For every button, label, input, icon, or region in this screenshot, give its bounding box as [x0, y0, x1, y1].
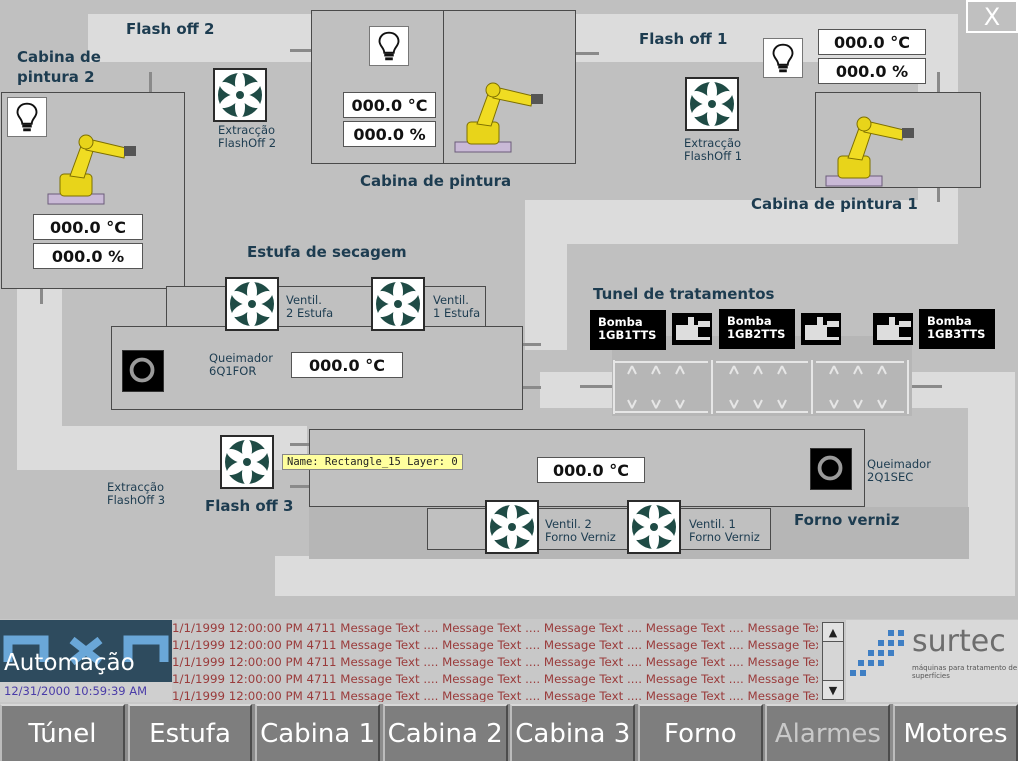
fan-icon — [225, 439, 269, 485]
scroll-up-button[interactable]: ▲ — [822, 622, 844, 642]
pipe — [290, 49, 314, 52]
pipe — [149, 72, 152, 102]
booth-divider — [443, 10, 444, 164]
ventil-1-estufa-fan[interactable] — [371, 277, 425, 331]
burner-2q1sec-icon[interactable] — [810, 448, 852, 490]
estufa-secagem-label: Estufa de secagem — [247, 243, 407, 261]
logo-icon — [3, 635, 169, 666]
track-gap — [62, 330, 112, 426]
conveyor-track — [968, 372, 1015, 596]
bomba-1gb3tts[interactable]: Bomba 1GB3TTS — [919, 309, 995, 349]
tunel-tratamentos-label: Tunel de tratamentos — [593, 285, 775, 303]
extraccao-flashoff-2-fan[interactable] — [213, 68, 267, 122]
cabina-pintura-humidity: 000.0 % — [343, 121, 436, 147]
ventil-2-estufa-label: Ventil. 2 Estufa — [286, 293, 334, 320]
pump-icon[interactable] — [873, 313, 913, 345]
ventil-1-estufa-label: Ventil. 1 Estufa — [433, 293, 481, 320]
scrollbar-track[interactable] — [822, 642, 844, 680]
cabina-pintura-1-booth — [815, 92, 981, 188]
queimador-2q1sec-label: Queimador 2Q1SEC — [867, 457, 931, 484]
pipe — [553, 52, 599, 55]
cabina-pintura-1-label: Cabina de pintura 1 — [751, 195, 918, 213]
forno-verniz-label: Forno verniz — [794, 511, 900, 529]
alarm-row[interactable]: 1/1/1999 12:00:00 PM 4711 Message Text .… — [172, 621, 818, 635]
extraccao-flashoff-3-fan[interactable] — [220, 435, 274, 489]
nav-cabina3-button[interactable]: Cabina 3 — [510, 704, 636, 761]
bulb-icon[interactable] — [763, 38, 803, 78]
pump-icon[interactable] — [801, 313, 841, 345]
nav-cabina1-button[interactable]: Cabina 1 — [255, 704, 381, 761]
system-datetime: 12/31/2000 10:59:39 AM — [4, 684, 148, 698]
nav-estufa-button[interactable]: Estufa — [127, 704, 253, 761]
company-name: Automação — [4, 650, 135, 676]
fan-icon — [230, 281, 274, 327]
conveyor-track — [275, 556, 1015, 596]
extraccao-flashoff-2-label: Extracção FlashOff 2 — [218, 123, 277, 150]
alarm-row[interactable]: 1/1/1999 12:00:00 PM 4711 Message Text .… — [172, 689, 818, 702]
ventil-2-forno-label: Ventil. 2 Forno Verniz — [545, 517, 616, 544]
ventil-2-estufa-fan[interactable] — [225, 277, 279, 331]
nav-motores-button[interactable]: Motores — [893, 704, 1018, 761]
surtec-logo: surtec máquinas para tratamento de super… — [846, 620, 1018, 702]
cabina-pintura-2-label: Cabina de pintura 2 — [17, 48, 101, 86]
bomba-1gb2tts[interactable]: Bomba 1GB2TTS — [719, 309, 795, 349]
pump-icon[interactable] — [672, 313, 712, 345]
bulb-icon[interactable] — [369, 26, 409, 66]
close-button[interactable]: X — [966, 0, 1018, 33]
cabina-2-humidity: 000.0 % — [33, 243, 143, 269]
burner-6q1for-icon[interactable] — [122, 350, 164, 392]
bulb-icon[interactable] — [7, 97, 47, 137]
nav-tunel-button[interactable]: Túnel — [0, 704, 125, 761]
conveyor-track — [525, 200, 958, 244]
ventil-1-forno-label: Ventil. 1 Forno Verniz — [689, 517, 760, 544]
forno-fan-housing-front — [427, 508, 771, 550]
fan-icon — [490, 504, 534, 550]
nav-cabina2-button[interactable]: Cabina 2 — [382, 704, 508, 761]
ventil-2-forno-fan[interactable] — [485, 500, 539, 554]
flash-off-1-label: Flash off 1 — [639, 30, 728, 48]
cabina-2-temperature: 000.0 °C — [33, 214, 143, 240]
fan-icon — [632, 504, 676, 550]
cabina-pintura-label: Cabina de pintura — [360, 172, 512, 190]
alarm-row[interactable]: 1/1/1999 12:00:00 PM 4711 Message Text .… — [172, 655, 818, 669]
estufa-fan-housing — [166, 286, 486, 328]
fan-icon — [690, 81, 734, 127]
nav-alarmes-button[interactable]: Alarmes — [765, 704, 891, 761]
surtec-tagline: máquinas para tratamento de superfícies — [912, 664, 1018, 680]
fan-icon — [218, 72, 262, 118]
surtec-name: surtec — [912, 624, 1006, 659]
flash-off-3-label: Flash off 3 — [205, 497, 294, 515]
bomba-1gb1tts[interactable]: Bomba 1GB1TTS — [590, 310, 666, 350]
extraccao-flashoff-1-fan[interactable] — [685, 77, 739, 131]
alarm-list[interactable]: 1/1/1999 12:00:00 PM 4711 Message Text .… — [172, 620, 818, 702]
estufa-temperature: 000.0 °C — [291, 352, 403, 378]
extraccao-flashoff-1-label: Extracção FlashOff 1 — [684, 136, 743, 163]
robot-arm-icon — [47, 134, 136, 205]
cabina-pintura-temperature: 000.0 °C — [343, 92, 436, 118]
pipe — [40, 286, 43, 304]
surtec-mark-icon — [850, 630, 904, 676]
ventil-1-forno-fan[interactable] — [627, 500, 681, 554]
cabina-1-temperature: 000.0 °C — [818, 29, 926, 55]
nxn-automacao-logo: Automação 12/31/2000 10:59:39 AM — [0, 620, 172, 702]
flash-off-2-label: Flash off 2 — [126, 20, 215, 38]
robot-arm-icon — [825, 116, 914, 187]
bottom-navigation: Túnel Estufa Cabina 1 Cabina 2 Cabina 3 … — [0, 704, 1018, 761]
spray-nozzles — [613, 360, 909, 414]
extraccao-flashoff-3-label: Extracção FlashOff 3 — [107, 480, 166, 507]
queimador-6q1for-label: Queimador 6Q1FOR — [209, 351, 273, 378]
alarm-row[interactable]: 1/1/1999 12:00:00 PM 4711 Message Text .… — [172, 672, 818, 686]
forno-temperature: 000.0 °C — [537, 457, 645, 483]
cabina-1-humidity: 000.0 % — [818, 58, 926, 84]
robot-arm-icon — [454, 82, 543, 153]
nav-forno-button[interactable]: Forno — [637, 704, 763, 761]
fan-icon — [376, 281, 420, 327]
object-tooltip: Name: Rectangle_15 Layer: 0 — [282, 454, 463, 470]
alarm-row[interactable]: 1/1/1999 12:00:00 PM 4711 Message Text .… — [172, 638, 818, 652]
scroll-down-button[interactable]: ▼ — [822, 680, 844, 700]
conveyor-track — [525, 200, 567, 350]
